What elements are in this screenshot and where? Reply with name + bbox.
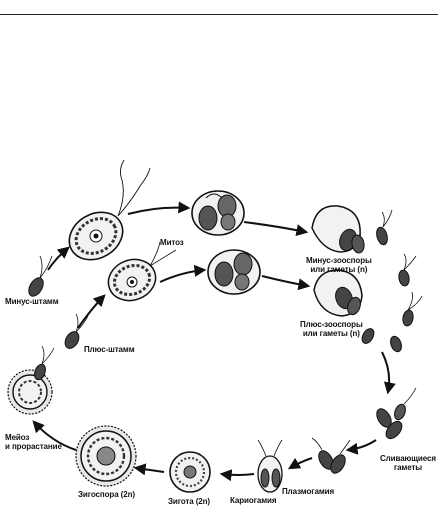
- arrow-karyogamy-to-zygote: [219, 469, 255, 482]
- parent-cell-top: [68, 159, 151, 261]
- dividing-cell-mid: [207, 249, 261, 295]
- top-rule: [0, 14, 438, 15]
- arrow-minus-to-parent: [47, 246, 70, 271]
- label-fusing-gametes: Сливающиеся гаметы: [380, 454, 436, 472]
- label-minus-strain: Минус-штамм: [5, 297, 59, 306]
- arrow-parent-to-division-mid: [159, 264, 207, 283]
- dividing-cell-top: [191, 190, 245, 236]
- arrow-parent-to-division-top: [127, 201, 191, 215]
- arrow-plus-to-parent: [77, 294, 106, 329]
- karyogamy-cell: [257, 439, 283, 493]
- arrow-division-to-plus-zoospores: [261, 275, 311, 291]
- zygospore-cell: [75, 425, 137, 487]
- plus-strain-cell: [64, 313, 89, 349]
- arrow-fusing-to-plasmogamy: [345, 439, 377, 455]
- fusing-gametes-cells: [376, 387, 417, 440]
- label-zygote: Зигота (2n): [168, 497, 210, 506]
- label-minus-zoospores: Минус-зооспоры или гаметы (n): [306, 256, 372, 274]
- parent-cell-mid: [107, 241, 177, 302]
- plasmogamy-cells: [311, 437, 351, 474]
- meiosis-germination-cell: [7, 345, 55, 415]
- minus-strain-cell: [28, 255, 53, 297]
- arrow-gametes-to-fusing: [381, 351, 396, 395]
- label-plasmogamy: Плазмогамия: [282, 487, 335, 496]
- label-karyogamy: Кариогамия: [230, 496, 277, 505]
- label-plus-strain: Плюс-штамм: [84, 345, 135, 354]
- label-plus-zoospores: Плюс-зооспоры или гаметы (n): [300, 320, 363, 338]
- zygote-cell: [169, 451, 211, 493]
- label-meiosis-germination: Мейоз и прорастание: [5, 433, 62, 451]
- arrow-plasmogamy-to-karyogamy: [287, 457, 313, 470]
- label-zygospore: Зигоспора (2n): [78, 490, 135, 499]
- plus-zoospores-cluster: [313, 253, 423, 353]
- arrow-zygospore-to-meiosis: [32, 420, 77, 451]
- minus-zoospores-cluster: [311, 205, 393, 254]
- arrow-zygote-to-zygospore: [133, 463, 165, 476]
- arrow-division-to-minus-zoospores: [243, 221, 309, 237]
- cycle-arrows: [32, 201, 396, 482]
- label-mitosis: Митоз: [160, 238, 184, 247]
